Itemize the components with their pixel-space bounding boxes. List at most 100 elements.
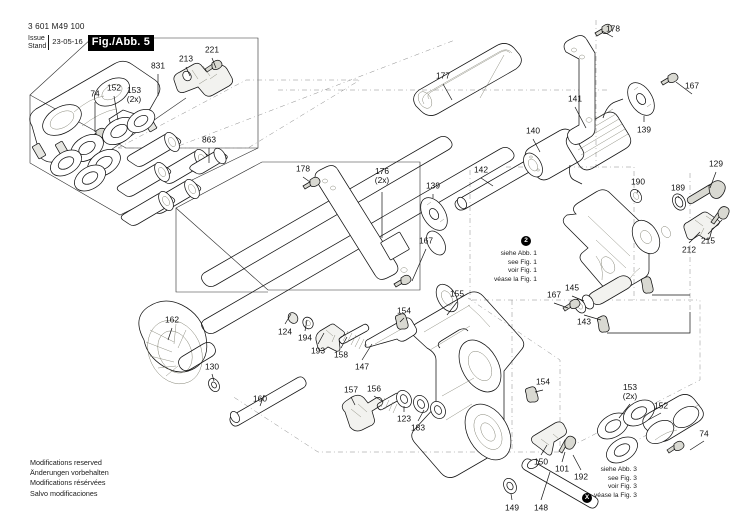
part-callout-147: 147 (355, 362, 369, 372)
part-callout-156: 156 (367, 383, 381, 394)
part-callout-number: 153 (127, 85, 141, 96)
cross-reference-fig-3: X siehe Abb. 3 see Fig. 3 voir Fig. 3 vé… (582, 466, 637, 503)
part-callout-number: 190 (631, 176, 645, 187)
part-group-150 (503, 421, 599, 509)
part-group-topright-bracket (563, 23, 679, 145)
part-callout-number: 167 (547, 289, 561, 300)
part-callout-74: 74 (90, 88, 100, 99)
part-callout-number: 74 (699, 428, 709, 439)
part-callout-number: 142 (474, 164, 488, 175)
part-callout-142: 142 (474, 164, 488, 175)
pin-147 (364, 317, 418, 348)
leader-lines (94, 30, 723, 501)
part-callout-number: 215 (701, 235, 715, 246)
cross-reference-marker-2: 2 (521, 236, 531, 246)
part-callout-221: 221 (205, 44, 219, 55)
screw-178-right (594, 23, 613, 37)
title-block: 3 601 M49 100 Issue Stand 23-05-16 Fig./… (28, 22, 155, 51)
spring-158 (338, 323, 370, 350)
part-callout-number: 148 (534, 502, 548, 513)
part-callout-qty: (2x) (374, 175, 390, 185)
cross-reference-fig-1: 2 siehe Abb. 1 see Fig. 1 voir Fig. 1 vé… (494, 236, 537, 285)
part-callout-167: 167 (685, 80, 699, 91)
part-callout-number: 177 (436, 70, 450, 81)
part-callout-130: 130 (205, 362, 219, 372)
screw-215 (710, 206, 730, 225)
part-group-176 (302, 165, 448, 288)
part-callout-qty: (2x) (126, 94, 142, 104)
part-callout-158: 158 (334, 350, 348, 360)
part-callout-152: 152 (654, 400, 668, 411)
part-callout-qty: (2x) (622, 391, 638, 401)
part-callout-160: 160 (253, 394, 267, 404)
part-callout-129: 129 (709, 158, 723, 169)
part-callout-number: 155 (450, 288, 464, 299)
figure-label: Fig./Abb. 5 (87, 34, 155, 51)
screw-167-lever (562, 298, 581, 312)
xref3-es: véase la Fig. 3 (594, 492, 637, 500)
part-callout-154: 154 (397, 305, 411, 316)
part-callout-number: 74 (90, 88, 100, 99)
part-callout-74: 74 (699, 428, 709, 439)
part-callout-number: 152 (654, 400, 668, 411)
part-callout-number: 150 (534, 456, 548, 467)
part-callout-178: 178 (606, 23, 620, 34)
part-callout-183: 183 (411, 422, 425, 433)
part-callout-153: 153(2x) (127, 86, 141, 104)
part-callout-number: 139 (426, 180, 440, 191)
part-callout-number: 153 (623, 382, 637, 393)
part-callout-number: 167 (685, 80, 699, 91)
part-129 (686, 180, 726, 205)
part-callout-154: 154 (536, 376, 550, 387)
part-callout-140: 140 (526, 125, 540, 136)
part-group-162 (138, 300, 307, 427)
part-callout-number: 221 (205, 44, 219, 55)
part-callout-215: 215 (701, 235, 715, 246)
part-callout-number: 154 (536, 376, 550, 387)
part-callout-number: 139 (637, 124, 651, 135)
part-callout-123: 123 (397, 414, 411, 424)
part-callout-number: 178 (296, 163, 310, 174)
part-callout-143: 143 (577, 317, 591, 327)
screw-167-left (393, 274, 412, 288)
part-callout-number: 192 (574, 471, 588, 482)
screw-74-bottom (666, 440, 685, 454)
issue-label: Issue Stand (28, 35, 50, 50)
part-callout-number: 140 (526, 125, 540, 136)
part-callout-number: 189 (671, 182, 685, 193)
part-group-rails (201, 136, 515, 334)
part-callout-141: 141 (568, 94, 582, 104)
notice-fr: Modifications résérvées (30, 478, 106, 488)
part-callout-189: 189 (671, 182, 685, 193)
part-callout-number: 156 (367, 383, 381, 394)
part-callout-124: 124 (278, 327, 292, 337)
part-callout-number: 154 (397, 305, 411, 316)
part-callout-number: 193 (311, 345, 325, 356)
part-callout-212: 212 (682, 245, 696, 255)
part-callout-139: 139 (426, 180, 440, 191)
part-callout-number: 176 (375, 166, 389, 177)
part-callout-number: 183 (411, 422, 425, 433)
xref3-fr: voir Fig. 3 (607, 483, 637, 491)
part-callout-number: 213 (179, 53, 193, 64)
part-group-detent (287, 312, 539, 403)
part-callout-863: 863 (202, 135, 216, 145)
notice-en: Modifications reserved (30, 458, 102, 467)
part-callout-152: 152 (107, 83, 121, 93)
issue-date: 23-05-16 (52, 37, 83, 47)
part-callout-number: 157 (344, 384, 358, 395)
part-group-213-221 (173, 59, 233, 97)
issue-label-en: Issue (28, 35, 45, 43)
part-callout-number: 178 (606, 23, 620, 34)
part-group-863 (116, 132, 228, 226)
part-callout-194: 194 (298, 332, 312, 343)
xref1-fr: voir Fig. 1 (507, 267, 537, 275)
part-callout-number: 194 (298, 332, 312, 343)
part-callout-number: 129 (709, 158, 723, 169)
part-callout-139: 139 (637, 124, 651, 135)
part-callout-148: 148 (534, 502, 548, 513)
part-callout-number: 145 (565, 282, 579, 293)
catalog-number: 3 601 M49 100 (28, 22, 85, 31)
